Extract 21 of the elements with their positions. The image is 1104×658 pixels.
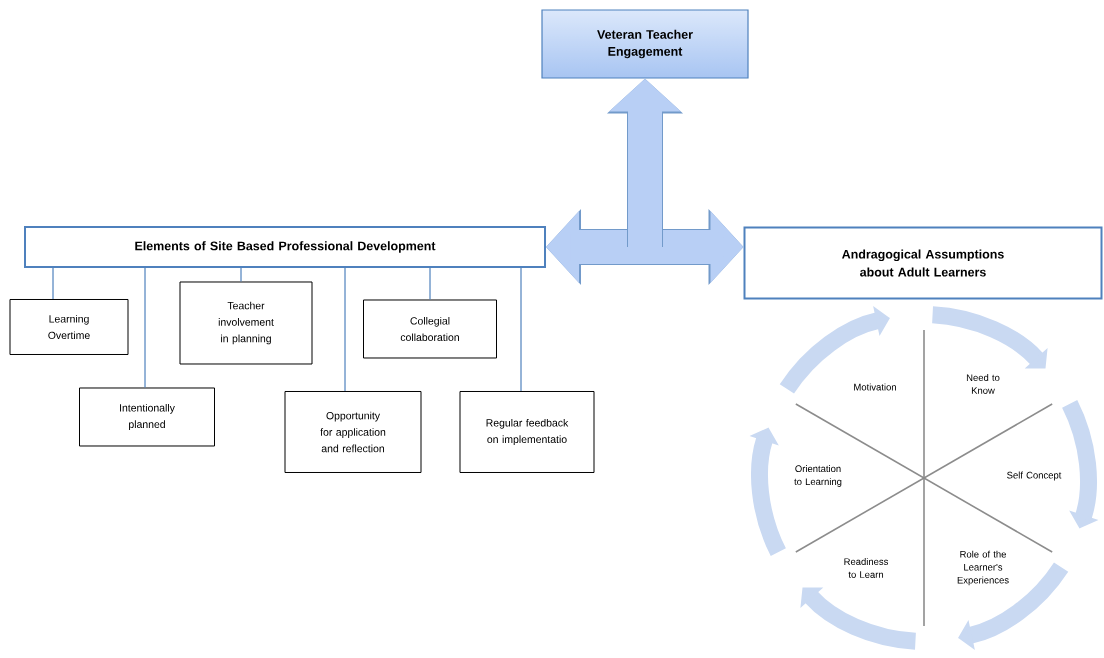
element-box: Learning Overtime <box>9 299 129 355</box>
connector-line <box>52 267 54 300</box>
element-box: Collegial collaboration <box>363 299 497 359</box>
connector-line <box>344 267 346 392</box>
element-box: Regular feedback on implementatio <box>459 391 595 473</box>
title-box: Veteran Teacher Engagement <box>541 9 749 79</box>
segment-label: Orientation to Learning <box>794 465 842 487</box>
element-box: Teacher involvement in planning <box>179 281 313 365</box>
element-box: Opportunity for application and reflection <box>284 391 422 473</box>
segment-label: Need to Know <box>966 374 1000 394</box>
segment-label: Readiness to Learn <box>844 558 888 578</box>
connector-line <box>144 267 146 389</box>
connector-line <box>520 267 522 392</box>
segment-label: Motivation <box>854 383 896 391</box>
heading-box: Elements of Site Based Professional Development <box>24 226 546 268</box>
connector-line <box>429 267 431 301</box>
element-box: Intentionally planned <box>79 387 215 447</box>
segment-label: Role of the Learner's Experiences <box>957 550 1009 586</box>
heading-box: Andragogical Assumptions about Adult Learners <box>743 226 1103 300</box>
segment-label: Self Concept <box>1007 471 1062 481</box>
connector-line <box>240 267 242 283</box>
